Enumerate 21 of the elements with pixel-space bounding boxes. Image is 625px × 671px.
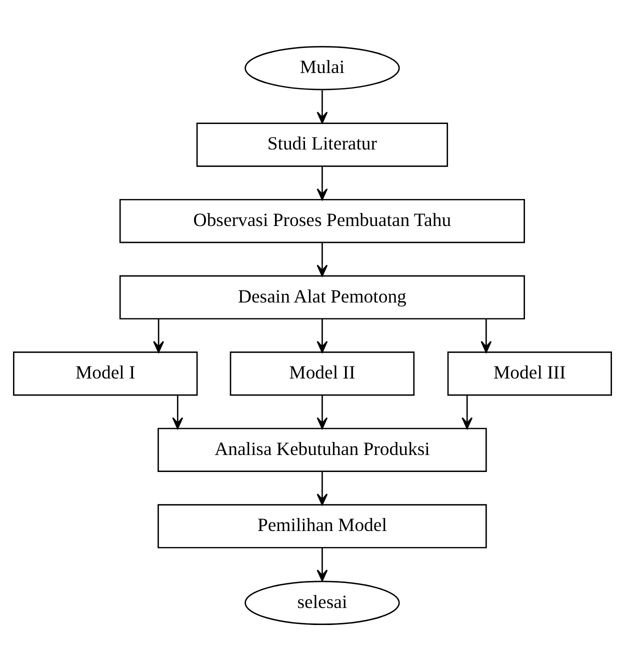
arrow xyxy=(172,395,184,430)
arrow xyxy=(316,548,328,582)
arrow xyxy=(316,90,328,124)
arrow xyxy=(480,319,492,353)
arrow xyxy=(316,395,328,430)
arrow xyxy=(316,319,328,353)
node-box: Model I xyxy=(13,352,198,396)
node-box: Studi Literatur xyxy=(196,122,448,167)
arrow xyxy=(462,395,473,430)
arrow xyxy=(316,472,328,506)
node-box: Model II xyxy=(230,352,415,396)
arrow xyxy=(316,166,328,200)
arrow xyxy=(316,242,328,277)
node-box: Analisa Kebutuhan Produksi xyxy=(158,428,487,472)
node-ellipse: selesai xyxy=(244,580,400,625)
arrow xyxy=(153,319,164,353)
node-box: Desain Alat Pemotong xyxy=(119,275,525,320)
node-ellipse: Mulai xyxy=(244,46,400,90)
node-box: Model III xyxy=(447,352,612,396)
node-box: Observasi Proses Pembuatan Tahu xyxy=(119,198,525,244)
node-box: Pemilihan Model xyxy=(158,504,487,548)
